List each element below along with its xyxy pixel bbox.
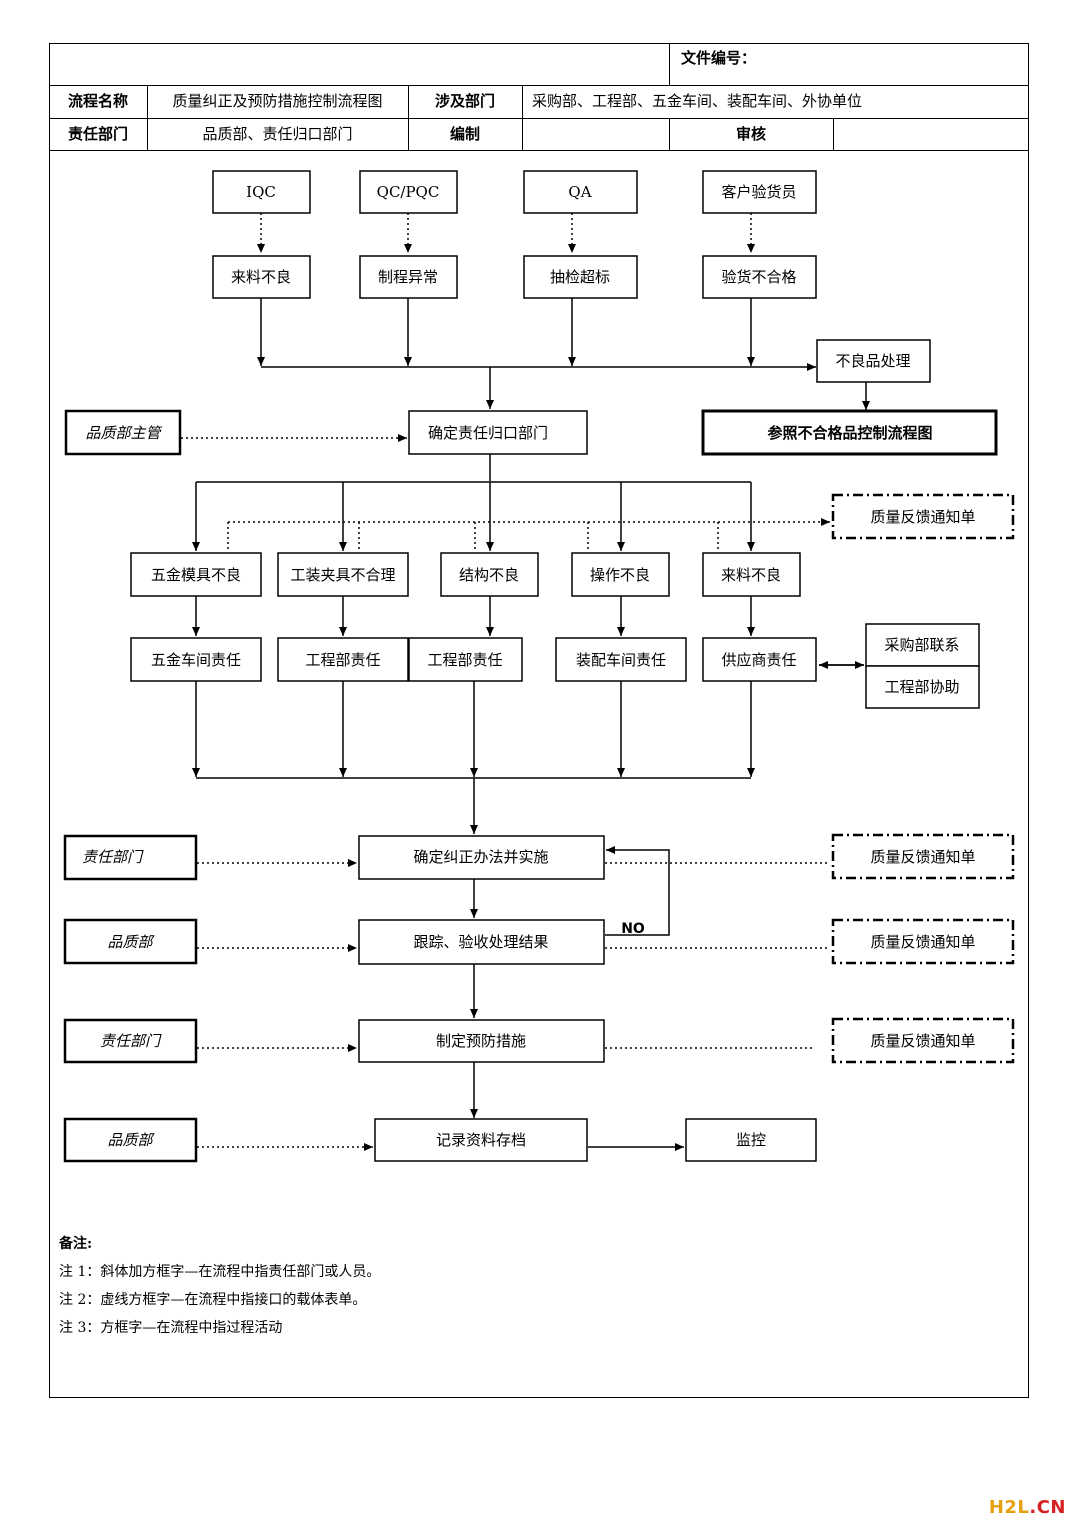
watermark-part1: H2L (988, 1497, 1030, 1518)
header-row-line-1 (49, 85, 1029, 86)
note-item: 注 1：斜体加方框字—在流程中指责任部门或人员。 (59, 1264, 381, 1280)
reference-box (701, 409, 998, 456)
involved-dept-label: 涉及部门 (434, 92, 495, 110)
header-divider (833, 118, 834, 150)
role-responsible-dept: 责任部门 (100, 1032, 162, 1050)
issue-inspection-fail: 验货不合格 (721, 268, 796, 286)
watermark-part2: .CN (1029, 1497, 1066, 1518)
note-item: 注 2：虚线方框字—在流程中指接口的载体表单。 (59, 1292, 367, 1308)
file-number-label: 文件编号： (681, 48, 757, 67)
step-record: 记录资料存档 (436, 1131, 526, 1149)
note-item: 注 3：方框字—在流程中指过程活动 (59, 1320, 283, 1336)
resp-engineering: 工程部责任 (305, 651, 380, 669)
prepared-label: 编制 (449, 124, 480, 143)
header-divider (147, 85, 148, 150)
review-label: 审核 (735, 124, 766, 143)
role-qa-dept: 品质部 (107, 1131, 155, 1149)
role-qa-manager: 品质部主管 (85, 424, 162, 442)
cause-fixture: 工装夹具不合理 (290, 566, 395, 584)
header-row-line-3 (49, 150, 1029, 151)
notes-title: 备注: (59, 1236, 93, 1252)
source-customer-inspector: 客户验货员 (721, 183, 796, 201)
step-prevent: 制定预防措施 (436, 1032, 526, 1050)
purchase-contact: 采购部联系 (884, 636, 959, 654)
header-divider (669, 43, 670, 85)
feedback-form: 质量反馈通知单 (870, 848, 975, 866)
issue-process: 制程异常 (378, 268, 438, 286)
engineering-assist: 工程部协助 (884, 678, 959, 696)
role-boxes (63, 409, 198, 1163)
document-frame (49, 43, 1029, 1398)
watermark-logo: H2L.CN (989, 1497, 1066, 1518)
nonconforming-reference: 参照不合格品控制流程图 (767, 424, 932, 442)
cause-hardware-mold: 五金模具不良 (151, 566, 241, 584)
no-label: NO (621, 921, 645, 937)
issue-sampling: 抽检超标 (550, 268, 610, 286)
resp-dept-value: 品质部、责任归口部门 (202, 124, 353, 143)
source-iqc: IQC (246, 183, 276, 201)
feedback-form: 质量反馈通知单 (870, 1032, 975, 1050)
cause-structure: 结构不良 (459, 566, 519, 584)
step-correct: 确定纠正办法并实施 (413, 848, 548, 866)
bad-product-handling: 不良品处理 (835, 352, 910, 370)
header-row-line-2 (49, 118, 1029, 119)
header-divider (408, 85, 409, 150)
resp-dept-label: 责任部门 (67, 124, 128, 143)
form-boxes (831, 493, 1015, 1064)
cause-operation: 操作不良 (590, 566, 650, 584)
role-qa-dept: 品质部 (107, 933, 155, 951)
involved-dept-value: 采购部、工程部、五金车间、装配车间、外协单位 (532, 92, 863, 110)
feedback-form: 质量反馈通知单 (870, 508, 975, 526)
notes: 备注: 注 1：斜体加方框字—在流程中指责任部门或人员。 注 2：虚线方框字—在… (59, 1230, 380, 1342)
issue-incoming: 来料不良 (231, 268, 291, 286)
process-name-value: 质量纠正及预防措施控制流程图 (172, 92, 383, 110)
cause-incoming-material: 来料不良 (721, 566, 781, 584)
feedback-form: 质量反馈通知单 (870, 933, 975, 951)
role-responsible-dept: 责任部门 (82, 848, 144, 866)
process-name-label: 流程名称 (67, 92, 128, 110)
source-qa: QA (568, 183, 591, 201)
monitor: 监控 (736, 1131, 766, 1149)
determine-responsible-dept: 确定责任归口部门 (428, 424, 548, 442)
connectors (181, 213, 870, 1151)
process-boxes (130, 170, 980, 1162)
resp-hardware-workshop: 五金车间责任 (151, 651, 241, 669)
source-qc-pqc: QC/PQC (377, 183, 440, 201)
step-track: 跟踪、验收处理结果 (413, 933, 548, 951)
header-divider (522, 85, 523, 150)
header-divider (669, 118, 670, 150)
resp-engineering: 工程部责任 (427, 651, 502, 669)
resp-assembly-workshop: 装配车间责任 (576, 651, 666, 669)
resp-supplier: 供应商责任 (721, 651, 796, 669)
